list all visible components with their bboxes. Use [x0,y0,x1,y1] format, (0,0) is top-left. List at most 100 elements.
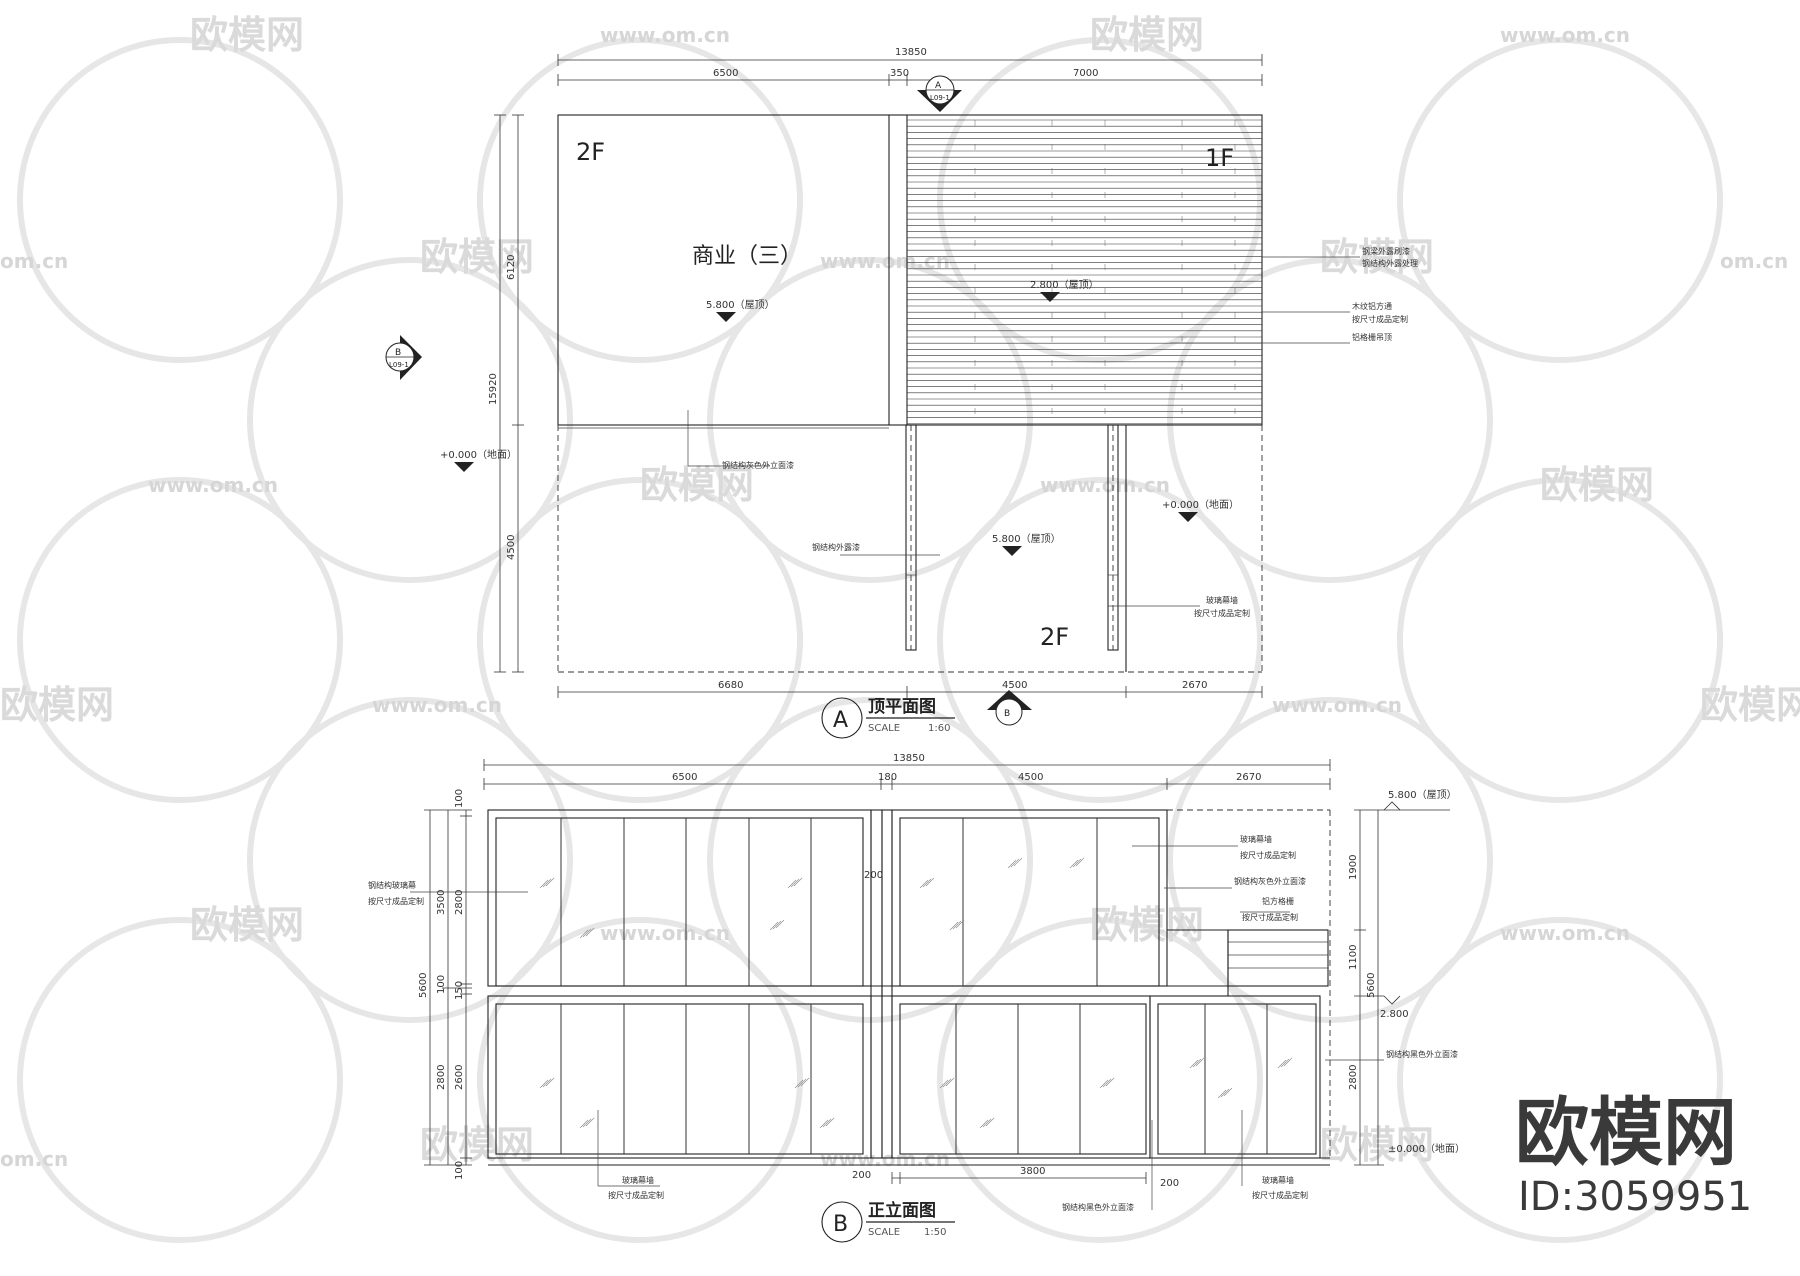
plan-notes-center: 钢结构灰色外立面漆 钢结构外露漆 玻璃幕墙 按尺寸成品定制 [687,410,1250,618]
plan-view: 13850 6500 350 7000 A L09-1 [385,47,1418,739]
glass-glint [1283,1057,1293,1067]
note-text: 铝方格栅 [1262,896,1294,906]
level-text: +0.000（地面） [1162,498,1239,511]
note-text: 钢结构黑色外立面漆 [1062,1202,1134,1212]
section-mark-sub: L09-1 [930,94,950,102]
elev-dim-left: 3500 [436,890,447,915]
glass-glint [1072,858,1082,868]
elev-dim-seg: 180 [878,772,897,783]
glass-glint [582,928,592,938]
glass-mullions [560,818,1268,1154]
glass-glint [1192,1058,1202,1068]
elev-dim-overall: 13850 [893,753,925,764]
section-mark-b-bottom: B [987,690,1032,726]
elevation-bottom-dimensions: 200 3800 200 200 [852,870,1179,1189]
note-text: 玻璃幕墙 [622,1175,654,1185]
elevation-right-dimensions: 1900 1100 5600 2800 [1348,809,1384,1166]
scale-value: 1:60 [928,723,950,734]
elev-dim-bottom: 3800 [1020,1166,1045,1177]
glass-glint [942,1078,952,1088]
glass-glint [769,921,779,931]
elev-dim-left: 2600 [454,1065,465,1090]
elevation-top-dimensions: 13850 6500 180 4500 2670 [483,753,1331,790]
watermark-site: om.cn [0,1147,68,1171]
note-text: 按尺寸成品定制 [1242,912,1298,922]
note-text: 按尺寸成品定制 [1352,314,1408,324]
note-text: 按尺寸成品定制 [1194,608,1250,618]
watermark-brand: 欧模网 [1540,463,1654,507]
level-mark: 2.800（屋顶） [1030,279,1099,302]
plan-title-block: A 顶平面图 SCALE 1:60 [821,697,955,739]
elevation-notes-left: 钢结构玻璃幕 按尺寸成品定制 [368,880,528,906]
glass-glint [819,1119,829,1129]
scale-label: SCALE [868,1227,900,1238]
level-text: 2.800（屋顶） [1030,279,1099,291]
section-mark-sub: L09-1 [389,361,409,369]
glass-glint [1010,858,1020,868]
floor-label-1f: 1F [1205,144,1234,172]
glass-glint [1099,1079,1109,1089]
note-text: 玻璃幕墙 [1262,1175,1294,1185]
note-text: 钢结构玻璃幕 [368,880,416,890]
elevation-title: 正立面图 [868,1200,936,1221]
watermark-site: www.om.cn [600,921,730,945]
level-text: 5.800（屋顶） [992,533,1061,545]
note-text: 玻璃幕墙 [1240,834,1272,844]
elev-dim-left: 5600 [418,973,429,998]
glass-reflections [539,857,1293,1129]
floor-label-2f: 2F [1040,623,1069,651]
level-mark: 5.800（屋顶） [706,299,775,322]
glass-glint [787,879,797,889]
watermark-brand: 欧模网 [640,463,754,507]
glass-glint [979,1119,989,1129]
note-text: 按尺寸成品定制 [368,896,424,906]
glass-glint [982,1118,992,1128]
title-tag: B [833,1212,848,1237]
section-mark-label: A [935,81,942,91]
note-text: 钢结构外露处理 [1362,258,1418,268]
elev-dim-seg: 2670 [1236,772,1261,783]
glass-glint [582,1118,592,1128]
plan-dim-bottom: 6680 [718,680,743,691]
glass-glint [945,1077,955,1087]
level-mark: +0.000（地面） [440,448,517,472]
elevation-title-block: B 正立面图 SCALE 1:50 [821,1200,955,1243]
plan-title: 顶平面图 [868,697,936,717]
note-text: 木纹铝方通 [1352,301,1392,311]
level-mark: ±0.000（地面） [1388,1142,1465,1155]
glass-glint [949,921,959,931]
plan-bottom-dimensions: 6680 4500 2670 [557,680,1263,698]
plan-dim-left-total: 15920 [488,373,499,405]
watermark-brand: 欧模网 [420,235,534,279]
glass-glint [1277,1059,1287,1069]
level-mark: 2.800 [1380,995,1409,1020]
glass-glint [1217,1089,1227,1099]
watermark-site: www.om.cn [372,693,502,717]
glass-glint [952,920,962,930]
plan-dim-seg2: 350 [890,68,909,79]
note-text: 玻璃幕墙 [1206,595,1238,605]
elev-dim-left: 100 [436,975,447,994]
elev-dim-left: 100 [454,1161,465,1180]
level-mark: 5.800（屋顶） [992,533,1061,556]
elev-dim-left: 150 [454,981,465,1000]
watermark-site: www.om.cn [1272,693,1402,717]
watermark-brand: 欧模网 [1090,903,1204,947]
elev-dim-right: 1900 [1348,855,1359,880]
elev-dim-right: 2800 [1348,1065,1359,1090]
elev-dim-left: 100 [454,789,465,808]
plan-dim-bottom: 4500 [1002,680,1027,691]
elev-dim-bottom: 200 [1160,1178,1179,1189]
glass-glint [775,919,785,929]
scale-value: 1:50 [924,1227,946,1238]
watermark-site: www.om.cn [820,249,950,273]
note-text: 钢结构外露漆 [812,542,860,552]
note-text: 钢结构黑色外立面漆 [1386,1049,1458,1059]
glass-glint [545,877,555,887]
glass-glint [539,1079,549,1089]
glass-glint [542,1078,552,1088]
glass-glint [1220,1088,1230,1098]
glass-glint [794,1079,804,1089]
elevation-frame [487,809,1331,1166]
